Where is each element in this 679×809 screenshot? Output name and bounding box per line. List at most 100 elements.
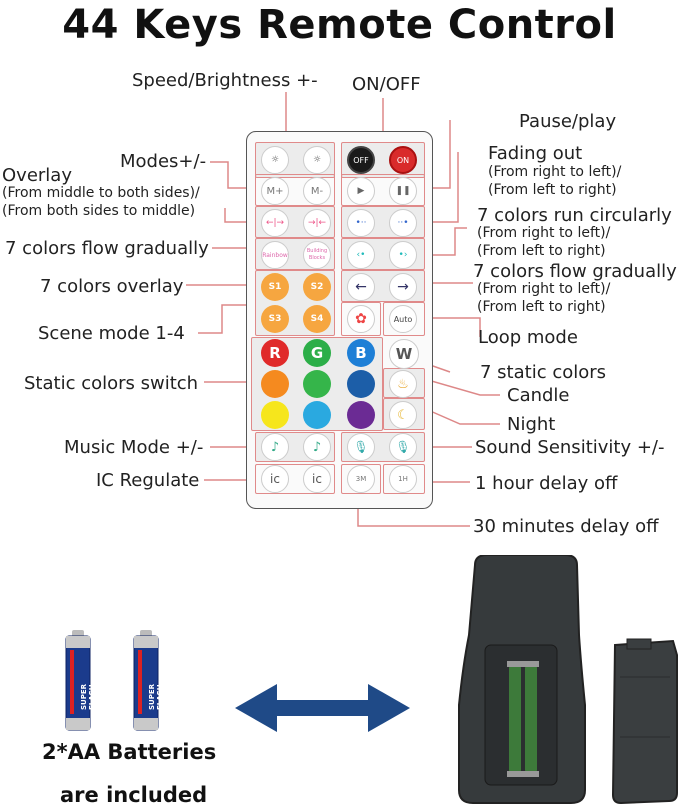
brightness-down-button[interactable]: ☼ [303,146,331,174]
label-min-delay: 30 minutes delay off [473,516,659,537]
flow-left-button[interactable]: ← [347,273,375,301]
candle-icon: ♨ [397,376,409,392]
moon-icon: ☾ [397,407,409,423]
label-overlay: Overlay [2,165,72,186]
battery-2-brand: SUPER FLASH [148,683,164,710]
timer-1h-button[interactable]: 1H [389,465,417,493]
timer-1h-label: 1H [398,475,408,483]
cyan-button[interactable] [303,401,331,429]
on-label: ON [396,155,410,165]
group-30m [341,464,381,494]
circular-right-icon: •› [398,250,408,260]
flow-right-button[interactable]: → [389,273,417,301]
arrow-left-icon: ← [355,279,367,295]
label-fading-out: Fading out [488,143,583,164]
on-button[interactable]: ON [389,146,417,174]
overlay-out-button[interactable]: ←|→ [261,209,289,237]
building-blocks-button[interactable]: Building Blocks [303,241,331,269]
battery-2 [133,630,159,731]
label-modes: Modes+/- [120,151,207,172]
green-button[interactable]: G [303,339,331,367]
ic-up-button[interactable]: ic [261,465,289,493]
off-button[interactable]: OFF [347,146,375,174]
label-fading-out-sub2: (From left to right) [488,182,617,198]
scene-2-button[interactable]: S2 [303,273,331,301]
group-static7 [341,302,381,336]
orange-button[interactable] [261,370,289,398]
scene-4-button[interactable]: S4 [303,305,331,333]
brightness-up-button[interactable]: ☼ [261,146,289,174]
fade-right-icon: ··• [397,218,409,228]
fade-left-button[interactable]: •·· [347,209,375,237]
group-1h [383,464,425,494]
scene-3-button[interactable]: S3 [261,305,289,333]
play-button[interactable]: ▶ [347,177,375,205]
group-modes [255,174,335,206]
lime-button[interactable] [303,370,331,398]
group-auto [383,302,425,336]
label-speed-brightness: Speed/Brightness +- [132,70,318,91]
color-wheel-icon: ✿ [355,311,367,327]
off-label: OFF [353,155,369,165]
rainbow-label: Rainbow [262,251,288,259]
blue-button[interactable]: B [347,339,375,367]
music-minus-button[interactable]: ♪ [303,433,331,461]
overlay-in-button[interactable]: →|← [303,209,331,237]
r-label: R [269,344,281,362]
page-title: 44 Keys Remote Control [62,2,617,48]
auto-button[interactable]: Auto [389,305,417,333]
s1-label: S1 [268,282,282,292]
purple-button[interactable] [347,401,375,429]
s2-label: S2 [310,282,324,292]
ic-down-button[interactable]: ic [303,465,331,493]
circular-left-icon: ‹• [356,250,366,260]
red-button[interactable]: R [261,339,289,367]
label-on-off: ON/OFF [352,74,421,95]
remote-back-illustration [458,555,678,805]
timer-30m-button[interactable]: 3M [347,465,375,493]
batteries-illustration [65,630,159,731]
label-run-circularly: 7 colors run circularly [477,205,672,226]
fade-right-button[interactable]: ··• [389,209,417,237]
remote-control: ☼ ☼ OFF ON M+ M- ▶ ❚❚ ←|→ →|← •·· ··• Ra… [246,131,433,509]
sensitivity-up-button[interactable]: 🎙 [347,433,375,461]
candle-button[interactable]: ♨ [389,370,417,398]
overlay-in-icon: →|← [307,218,327,228]
night-button[interactable]: ☾ [389,401,417,429]
circular-left-button[interactable]: ‹• [347,241,375,269]
label-loop-mode: Loop mode [478,327,578,348]
fade-left-icon: •·· [355,218,367,228]
mode-plus-button[interactable]: M+ [261,177,289,205]
microphone-icon: 🎙 [395,440,411,454]
b-label: B [355,344,367,362]
microphone-icon: 🎙 [353,440,369,454]
s4-label: S4 [310,314,324,324]
rainbow-button[interactable]: Rainbow [261,241,289,269]
mminus-label: M- [310,185,324,197]
label-static-colors: 7 static colors [480,362,607,383]
music-plus-button[interactable]: ♪ [261,433,289,461]
label-fading-out-sub1: (From right to left)/ [488,164,622,180]
label-flow-gradually-left: 7 colors flow gradually [5,238,209,259]
navy-button[interactable] [347,370,375,398]
static-7-button[interactable]: ✿ [347,305,375,333]
circular-right-button[interactable]: •› [389,241,417,269]
label-run-circularly-sub2: (From left to right) [477,243,606,259]
label-music-mode: Music Mode +/- [64,437,204,458]
sensitivity-down-button[interactable]: 🎙 [389,433,417,461]
label-ic-regulate: IC Regulate [96,470,200,491]
group-pause [341,174,425,206]
mode-minus-button[interactable]: M- [303,177,331,205]
white-button[interactable]: W [389,339,419,369]
label-scene-mode: Scene mode 1-4 [38,323,185,344]
battery-1 [65,630,91,731]
building-blocks-label: Building Blocks [306,248,328,261]
pause-button[interactable]: ❚❚ [389,177,417,205]
scene-1-button[interactable]: S1 [261,273,289,301]
music-note-icon: ♪ [312,439,322,455]
mplus-label: M+ [266,185,284,197]
music-note-icon: ♪ [270,439,280,455]
label-flow-gradually-sub1: (From right to left)/ [477,281,611,297]
label-pause-play: Pause/play [519,111,617,132]
yellow-button[interactable] [261,401,289,429]
